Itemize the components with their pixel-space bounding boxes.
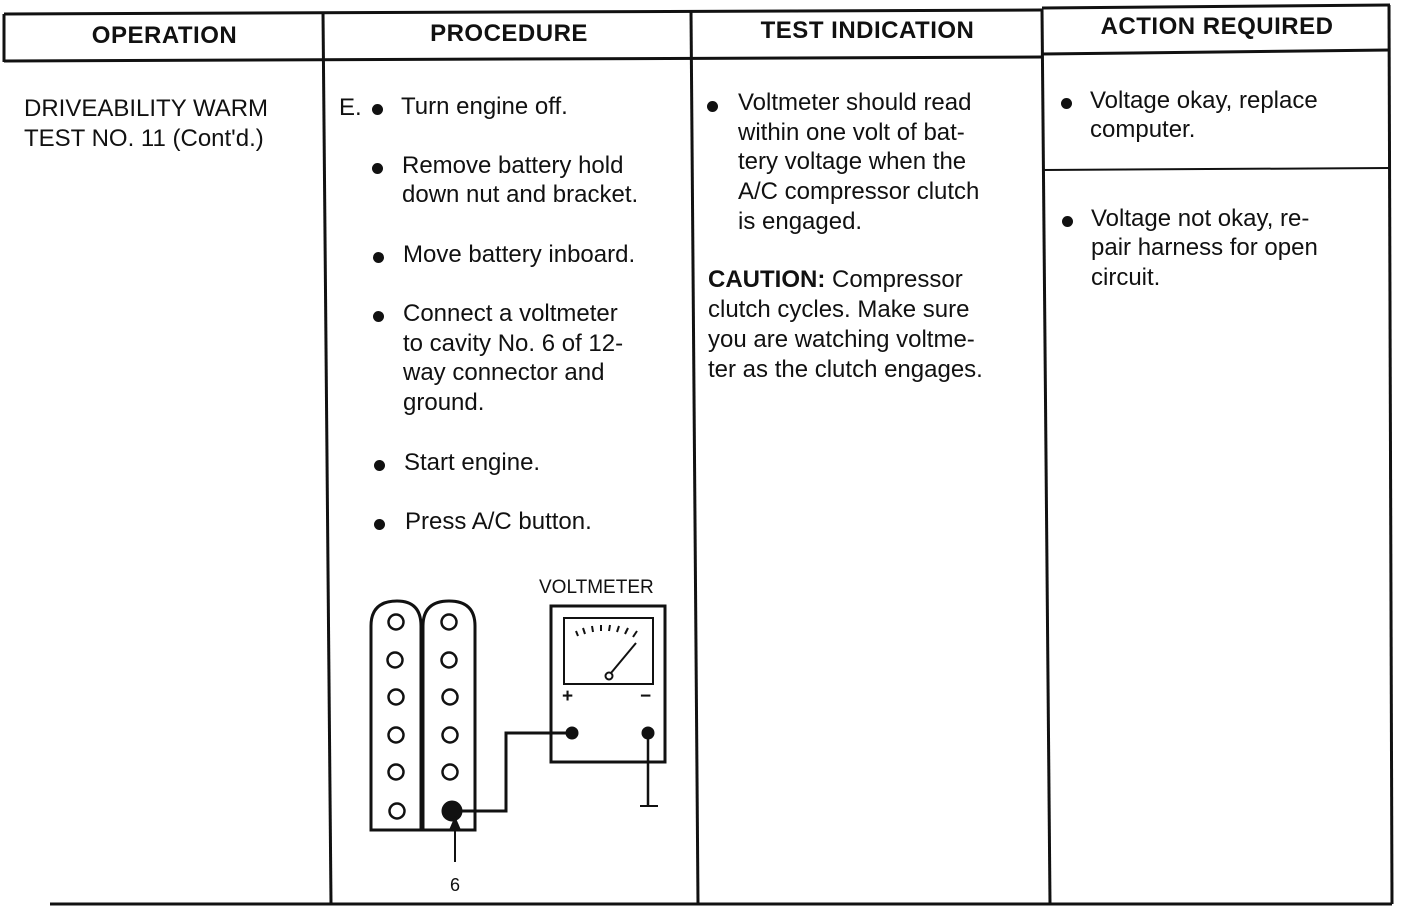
bullet-icon <box>373 311 384 322</box>
caution-first-text: Compressor <box>825 266 963 293</box>
action-2-line-2: pair harness for open <box>1091 234 1318 261</box>
needle-pivot <box>604 671 614 681</box>
bullet-icon <box>372 104 383 115</box>
test-indication-line-4: A/C compressor clutch <box>738 178 980 205</box>
bullet-icon <box>707 101 718 112</box>
procedure-step-4-line-2: to cavity No. 6 of 12- <box>403 330 624 357</box>
procedure-step-2-line-2: down nut and bracket. <box>402 181 639 208</box>
minus-label: − <box>640 686 652 707</box>
operation-line-2: TEST NO. 11 (Cont'd.) <box>24 125 264 152</box>
action-2-line-1: Voltage not okay, re- <box>1091 205 1310 232</box>
header-test-indication: TEST INDICATION <box>760 17 975 44</box>
dial-tick-marks <box>575 624 638 638</box>
voltmeter-needle <box>610 642 637 674</box>
caution-line-3: you are watching voltme- <box>708 326 975 353</box>
connector-left-half <box>369 599 423 832</box>
plus-label: + <box>562 686 574 707</box>
caution-line-2: clutch cycles. Make sure <box>708 296 970 323</box>
header-operation: OPERATION <box>91 22 238 49</box>
bullet-icon <box>374 519 385 530</box>
test-indication-line-2: within one volt of bat- <box>738 119 965 146</box>
caution-line-1: CAUTION: Compressor <box>708 265 963 295</box>
procedure-step-5: Start engine. <box>404 449 541 476</box>
operation-line-1: DRIVEABILITY WARM <box>24 95 269 122</box>
bullet-icon <box>373 252 384 263</box>
procedure-step-letter: E. <box>339 94 362 121</box>
procedure-step-1: Turn engine off. <box>401 93 568 120</box>
procedure-step-4-line-4: ground. <box>403 389 485 416</box>
procedure-step-6: Press A/C button. <box>405 508 592 535</box>
voltmeter-dial <box>563 617 654 685</box>
arrow-head <box>449 816 461 830</box>
connector-right-half <box>421 599 477 832</box>
header-action-required: ACTION REQUIRED <box>1100 13 1334 40</box>
caution-line-4: ter as the clutch engages. <box>708 356 983 383</box>
voltmeter-body <box>549 604 667 764</box>
bullet-icon <box>374 460 385 471</box>
action-1-line-1: Voltage okay, replace <box>1090 87 1318 114</box>
positive-terminal <box>565 726 579 740</box>
test-indication-line-5: is engaged. <box>738 208 863 235</box>
voltmeter-label: VOLTMETER <box>539 577 654 598</box>
procedure-step-4-line-3: way connector and <box>403 359 605 386</box>
bullet-icon <box>372 163 383 174</box>
action-1-line-2: computer. <box>1090 116 1196 143</box>
test-indication-line-1: Voltmeter should read <box>738 89 972 116</box>
test-lead-wire <box>452 731 572 813</box>
connector-cavities <box>386 613 459 820</box>
test-indication-line-3: tery voltage when the <box>738 148 967 175</box>
caution-label: CAUTION: <box>708 266 826 293</box>
procedure-step-4-line-1: Connect a voltmeter <box>403 300 618 327</box>
action-2-line-3: circuit. <box>1091 264 1161 291</box>
procedure-step-3: Move battery inboard. <box>403 241 636 268</box>
bullet-icon <box>1062 216 1073 227</box>
bullet-icon <box>1061 98 1072 109</box>
procedure-step-2-line-1: Remove battery hold <box>402 152 624 179</box>
cavity-number-label: 6 <box>450 875 461 895</box>
header-procedure: PROCEDURE <box>430 20 588 47</box>
